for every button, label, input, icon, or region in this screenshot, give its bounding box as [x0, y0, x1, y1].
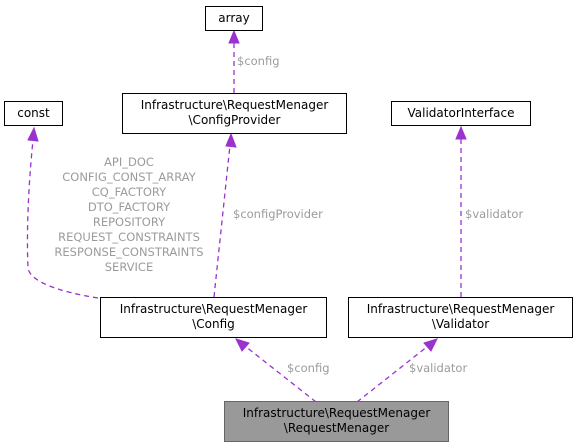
- node-label: Infrastructure\RequestMenager: [120, 302, 308, 316]
- node-array[interactable]: array: [205, 6, 263, 31]
- node-request-menager[interactable]: Infrastructure\RequestMenager \RequestMe…: [224, 401, 449, 442]
- edge-label: $configProvider: [233, 207, 323, 221]
- node-validator-interface[interactable]: ValidatorInterface: [391, 101, 531, 126]
- node-label: array: [218, 11, 249, 25]
- edge-label: $validator: [409, 361, 467, 375]
- edge-config-to-array: $config: [228, 29, 280, 93]
- const-label: RESPONSE_CONSTRAINTS: [54, 245, 203, 259]
- node-validator[interactable]: Infrastructure\RequestMenager \Validator: [348, 297, 573, 338]
- node-label: \RequestMenager: [284, 421, 389, 435]
- const-label: CQ_FACTORY: [92, 185, 167, 199]
- edge-label: $validator: [465, 207, 523, 221]
- node-label: \Validator: [432, 317, 489, 331]
- const-label: REQUEST_CONSTRAINTS: [58, 230, 200, 244]
- arrowhead: [455, 125, 467, 140]
- edge-config-to-configprovider: $configProvider: [213, 132, 323, 298]
- node-label: \Config: [192, 317, 235, 331]
- const-label: API_DOC: [104, 155, 154, 169]
- const-label: DTO_FACTORY: [88, 200, 171, 214]
- node-label: Infrastructure\RequestMenager: [243, 406, 431, 420]
- node-label: Infrastructure\RequestMenager: [367, 302, 555, 316]
- node-config-provider[interactable]: Infrastructure\RequestMenager \ConfigPro…: [122, 93, 347, 134]
- edge-label: $config: [237, 54, 280, 68]
- node-const[interactable]: const: [4, 101, 63, 126]
- edge-requestmenager-to-config: $config: [235, 338, 330, 403]
- arrowhead: [225, 132, 237, 148]
- const-label: CONFIG_CONST_ARRAY: [62, 170, 196, 184]
- node-label: ValidatorInterface: [408, 106, 515, 120]
- arrowhead: [423, 338, 438, 352]
- arrowhead: [235, 338, 250, 352]
- edge-requestmenager-to-validator: $validator: [356, 338, 467, 403]
- const-label: SERVICE: [105, 260, 153, 274]
- node-label: Infrastructure\RequestMenager: [141, 98, 329, 112]
- arrowhead: [228, 29, 240, 44]
- node-label: \ConfigProvider: [189, 113, 281, 127]
- edge-label: $config: [287, 361, 330, 375]
- node-label: const: [17, 106, 50, 120]
- edge-config-to-const: API_DOC CONFIG_CONST_ARRAY CQ_FACTORY DT…: [26, 126, 204, 299]
- edge-label-constants: API_DOC CONFIG_CONST_ARRAY CQ_FACTORY DT…: [54, 155, 203, 274]
- const-label: REPOSITORY: [93, 215, 166, 229]
- arrowhead: [27, 126, 39, 142]
- node-config[interactable]: Infrastructure\RequestMenager \Config: [100, 297, 327, 338]
- edge-validator-to-validatorinterface: $validator: [455, 125, 523, 297]
